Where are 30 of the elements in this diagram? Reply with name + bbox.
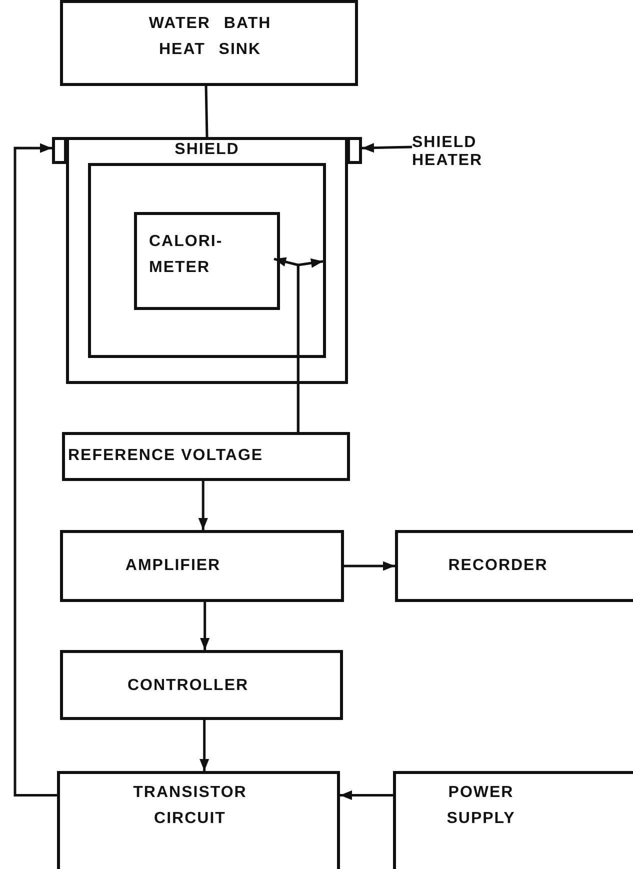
box-label: TRANSISTOR CIRCUIT <box>132 783 248 829</box>
connector-arrow <box>362 143 412 153</box>
box-label: CONTROLLER <box>126 676 250 696</box>
process-box <box>393 771 633 869</box>
process-box <box>62 432 350 481</box>
heater-block <box>347 137 362 164</box>
box-label: SHIELD <box>174 140 240 160</box>
box-label: CALORI- METER <box>149 232 224 278</box>
heater-block <box>52 137 67 164</box>
process-box <box>395 530 633 602</box>
calorimeter-box <box>134 212 280 310</box>
connector-arrow <box>344 561 395 571</box>
process-box <box>57 771 340 869</box>
connector-arrow <box>296 258 324 432</box>
box-label: AMPLIFIER <box>124 556 222 576</box>
connector-arrow <box>200 602 210 650</box>
box-label: RECORDER <box>447 556 549 576</box>
connector-arrow <box>198 481 208 530</box>
heater-label: SHIELD HEATER <box>412 134 484 170</box>
box-label: REFERENCE VOLTAGE <box>68 446 264 466</box>
connector-arrow <box>14 143 57 796</box>
box-label: WATER BATH HEAT SINK <box>148 14 272 60</box>
process-box <box>60 0 358 86</box>
connector-arrow <box>200 720 210 771</box>
process-box <box>60 650 343 720</box>
box-label: POWER SUPPLY <box>446 783 516 829</box>
connector-arrow <box>340 790 393 800</box>
process-box <box>60 530 344 602</box>
shield-box <box>66 137 348 384</box>
enclosure-box <box>88 163 326 358</box>
